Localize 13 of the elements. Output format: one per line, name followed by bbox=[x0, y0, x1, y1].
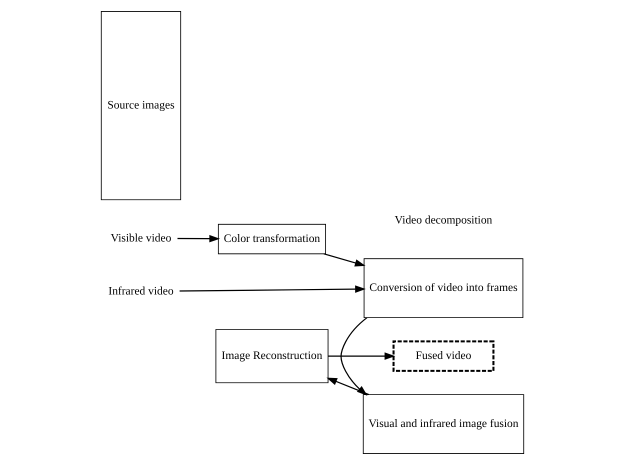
node-box: Source images bbox=[100, 11, 181, 200]
node-text: Infrared video bbox=[108, 285, 174, 298]
node-box: Image Reconstruction bbox=[214, 329, 328, 384]
node-box: Conversion of video into frames bbox=[363, 258, 523, 318]
arrow bbox=[328, 352, 395, 360]
arrow bbox=[323, 253, 366, 266]
node-box: Visual and infrared image fusion bbox=[362, 394, 524, 454]
node-box: Color transformation bbox=[217, 224, 326, 254]
arrow bbox=[179, 285, 366, 293]
node-label: Video decomposition bbox=[394, 214, 492, 226]
arrow bbox=[176, 234, 220, 242]
node-text: Visible video bbox=[110, 232, 171, 244]
node-box: Fused video bbox=[392, 340, 494, 372]
